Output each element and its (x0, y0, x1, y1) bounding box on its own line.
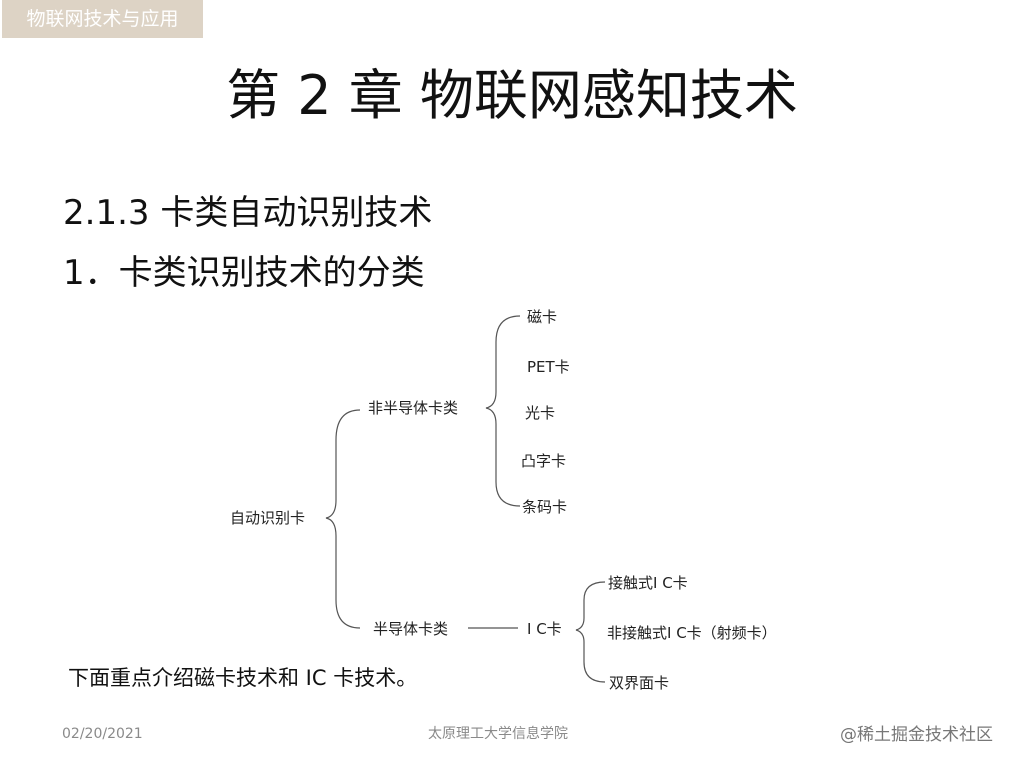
semiconductor-label: 半导体卡类 (373, 620, 449, 638)
ic-type-contact: 接触式I C卡 (608, 574, 688, 592)
ic-type-dual-interface: 双界面卡 (609, 674, 670, 692)
ic-card-label: I C卡 (527, 620, 562, 638)
card-type-magnetic: 磁卡 (527, 308, 558, 326)
root-brace (325, 409, 361, 629)
note-text: 下面重点介绍磁卡技术和 IC 卡技术。 (68, 666, 418, 690)
course-tag: 物联网技术与应用 (2, 0, 203, 38)
subsection-heading: 1．卡类识别技术的分类 (63, 253, 425, 293)
section-heading: 2.1.3 卡类自动识别技术 (63, 193, 433, 233)
root-label: 自动识别卡 (230, 509, 306, 527)
non-semiconductor-brace (485, 315, 521, 507)
card-type-pet: PET卡 (527, 358, 570, 376)
footer-school: 太原理工大学信息学院 (428, 726, 568, 742)
slide-title: 第 2 章 物联网感知技术 (226, 64, 798, 127)
card-type-embossed: 凸字卡 (521, 452, 567, 470)
footer-date: 02/20/2021 (62, 726, 143, 742)
watermark-credit: @稀土掘金技术社区 (840, 725, 993, 745)
ic-brace (575, 581, 606, 683)
card-type-barcode: 条码卡 (522, 498, 568, 516)
non-semiconductor-label: 非半导体卡类 (368, 399, 459, 417)
ic-type-contactless: 非接触式I C卡（射频卡） (607, 624, 777, 642)
card-type-optical: 光卡 (525, 404, 556, 422)
